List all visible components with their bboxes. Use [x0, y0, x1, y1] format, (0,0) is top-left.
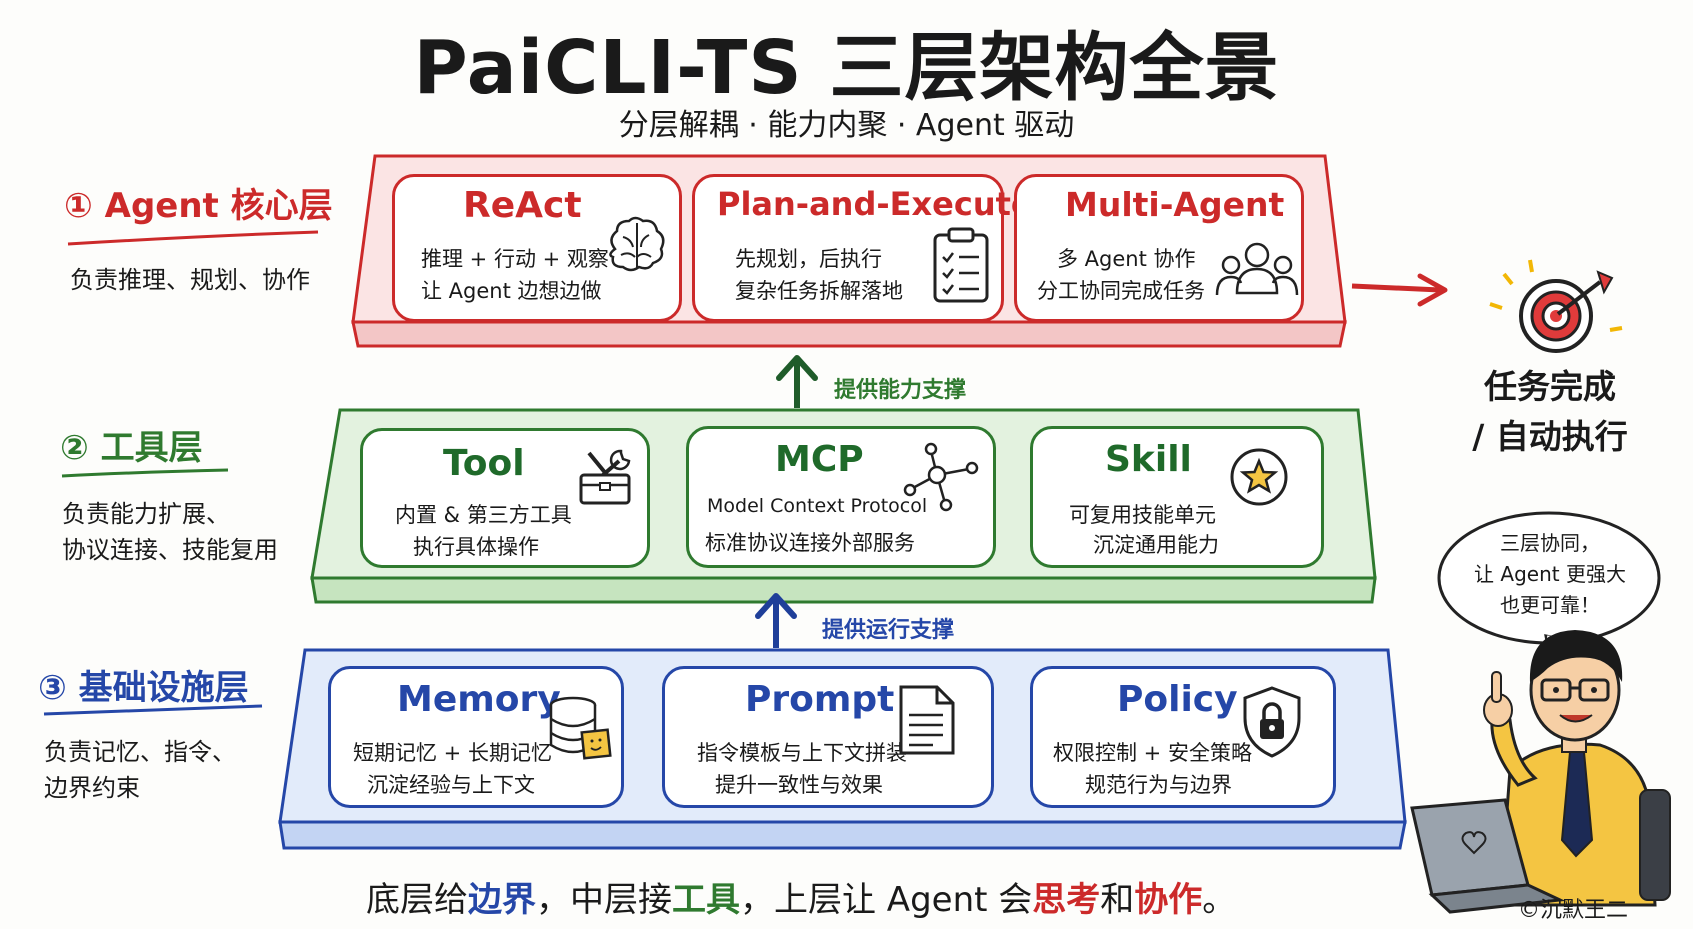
card-title: Tool [443, 443, 525, 484]
clipboard-checklist-icon [933, 227, 989, 303]
tool-layer-label: ② 工具层 [60, 428, 203, 468]
document-icon [899, 685, 955, 755]
infra-layer-label: ③ 基础设施层 [38, 668, 249, 708]
network-nodes-icon [903, 442, 979, 512]
toolbox-icon [579, 449, 631, 505]
card-title: Multi-Agent [1065, 185, 1285, 224]
card-desc-line: 规范行为与边界 [1085, 773, 1232, 797]
page-title: PaiCLI-TS 三层架构全景 [413, 25, 1280, 111]
card-desc-line: 短期记忆 + 长期记忆 [353, 741, 552, 765]
card-prompt[interactable]: Prompt 指令模板与上下文拼装 提升一致性与效果 [662, 666, 994, 808]
agent-layer-label: ① Agent 核心层 [64, 186, 333, 226]
card-desc-line: Model Context Protocol [707, 495, 928, 517]
card-plan-and-execute[interactable]: Plan-and-Execute 先规划，后执行 复杂任务拆解落地 [692, 174, 1033, 322]
slogan-segment: ，上层让 Agent 会 [740, 880, 1033, 920]
card-title: MCP [775, 439, 864, 480]
slogan-segment-boundary: 边界 [468, 880, 536, 920]
card-desc-line: 先规划，后执行 [735, 247, 882, 271]
up-arrow-lower [755, 593, 797, 648]
card-desc-line: 执行具体操作 [413, 535, 539, 559]
infra-layer-desc: 负责记忆、指令、 边界约束 [44, 734, 236, 806]
card-title: Prompt [745, 679, 895, 720]
page-subtitle: 分层解耦 · 能力内聚 · Agent 驱动 [618, 108, 1075, 143]
card-desc-line: 权限控制 + 安全策略 [1053, 741, 1252, 765]
card-policy[interactable]: Policy 权限控制 + 安全策略 规范行为与边界 [1030, 666, 1336, 808]
copyright-text: ©沉默王二 [1518, 898, 1629, 923]
slogan-segment: 底层给 [366, 880, 468, 920]
card-desc-line: 标准协议连接外部服务 [705, 531, 915, 555]
card-desc-line: 让 Agent 边想边做 [421, 279, 602, 303]
card-desc-line: 推理 + 行动 + 观察 [421, 247, 609, 271]
slogan-segment-collab: 协作 [1134, 880, 1203, 920]
bubble-line: 三层协同， [1500, 531, 1600, 555]
up-arrow-upper [776, 355, 818, 408]
card-desc-line: 指令模板与上下文拼装 [697, 741, 907, 765]
shield-lock-icon [1243, 686, 1301, 758]
goal-line: / 自动执行 [1472, 417, 1628, 456]
agent-layer-underline [67, 230, 319, 246]
card-desc-line: 内置 & 第三方工具 [395, 503, 572, 527]
brain-icon [609, 216, 665, 272]
slogan-segment: ，中层接 [536, 880, 672, 920]
speech-bubble-text: 三层协同， 让 Agent 更强大 也更可靠！ [1450, 528, 1650, 621]
agent-layer-desc-line: 负责推理、规划、协作 [70, 266, 310, 294]
bubble-line: 也更可靠！ [1500, 593, 1600, 617]
card-skill[interactable]: Skill 可复用技能单元 沉淀通用能力 [1030, 426, 1324, 568]
card-title: Skill [1105, 439, 1192, 480]
card-desc-line: 提升一致性与效果 [715, 773, 883, 797]
card-mcp[interactable]: MCP Model Context Protocol 标准协议连接外部服务 [686, 426, 996, 568]
target-arrow-icon [1489, 259, 1623, 353]
infra-layer-desc-line: 负责记忆、指令、 [44, 738, 236, 766]
card-title: Policy [1117, 679, 1238, 720]
card-react[interactable]: ReAct 推理 + 行动 + 观察 让 Agent 边想边做 [392, 174, 682, 322]
card-desc-line: 多 Agent 协作 [1057, 247, 1196, 271]
tool-layer-desc-line: 协议连接、技能复用 [62, 536, 278, 564]
card-desc-line: 沉淀经验与上下文 [367, 773, 535, 797]
card-desc-line: 沉淀通用能力 [1093, 533, 1219, 557]
tool-layer-underline [61, 468, 229, 478]
card-desc-line: 可复用技能单元 [1069, 503, 1216, 527]
card-multi-agent[interactable]: Multi-Agent 多 Agent 协作 分工协同完成任务 [1014, 174, 1304, 322]
lower-arrow-label: 提供运行支撑 [822, 618, 955, 643]
card-desc-line: 复杂任务拆解落地 [735, 279, 903, 303]
upper-arrow-label: 提供能力支撑 [834, 378, 967, 403]
database-note-icon [549, 696, 612, 760]
card-tool[interactable]: Tool 内置 & 第三方工具 执行具体操作 [360, 428, 650, 568]
tool-layer-desc: 负责能力扩展、 协议连接、技能复用 [62, 496, 278, 568]
people-group-icon [1215, 242, 1299, 296]
tool-layer-desc-line: 负责能力扩展、 [62, 500, 230, 528]
slogan-segment-tools: 工具 [672, 880, 740, 920]
card-desc-line: 分工协同完成任务 [1037, 279, 1205, 303]
infra-layer-desc-line: 边界约束 [44, 774, 140, 802]
bubble-line: 让 Agent 更强大 [1474, 562, 1626, 586]
slogan-segment-think: 思考 [1032, 880, 1101, 920]
card-title: Plan-and-Execute [717, 185, 1033, 223]
goal-line: 任务完成 [1484, 367, 1616, 406]
card-memory[interactable]: Memory 短期记忆 + 长期记忆 沉淀经验与上下文 [328, 666, 624, 808]
developer-character-illustration [1410, 630, 1671, 914]
infra-layer-underline [43, 704, 263, 716]
star-badge-icon [1230, 448, 1288, 506]
slogan-segment: 。 [1202, 880, 1237, 920]
agent-layer-desc: 负责推理、规划、协作 [70, 262, 310, 298]
bottom-slogan: 底层给边界，中层接工具，上层让 Agent 会思考和协作。 [366, 872, 1236, 921]
card-title: ReAct [463, 185, 582, 226]
right-arrow-to-goal [1351, 273, 1448, 307]
goal-text: 任务完成 / 自动执行 [1440, 362, 1660, 462]
card-title: Memory [397, 679, 561, 720]
slogan-segment: 和 [1100, 880, 1135, 920]
